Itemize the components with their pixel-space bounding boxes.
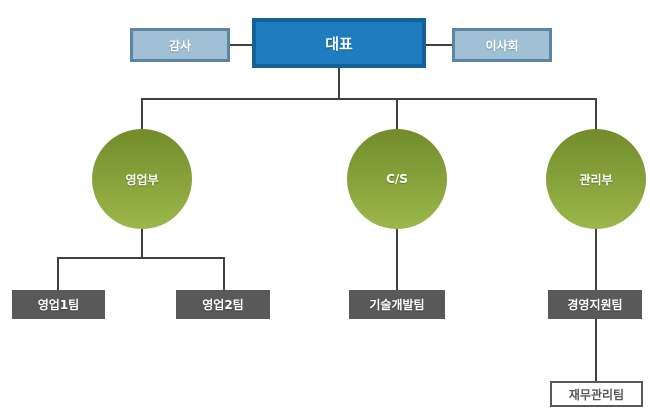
connector-support-finance: [595, 319, 597, 381]
connector-ceo-board: [426, 44, 452, 46]
node-tech-dev-team: 기술개발팀: [349, 290, 445, 319]
connector-admin-support: [595, 228, 597, 290]
node-auditor: 감사: [130, 28, 230, 62]
node-admin-dept-label: 관리부: [579, 172, 613, 187]
connector-sales-trunk: [141, 228, 143, 258]
node-admin-dept: 관리부: [546, 129, 646, 229]
node-sales-dept: 영업부: [92, 129, 192, 229]
node-cs-dept-label: C/S: [386, 172, 408, 186]
node-mgmt-support-team: 경영지원팀: [548, 290, 642, 319]
connector-drop-sales: [141, 98, 143, 130]
connector-auditor-ceo: [230, 44, 252, 46]
node-finance-team: 재무관리팀: [550, 381, 643, 407]
node-cs-dept: C/S: [347, 129, 447, 229]
node-board: 이사회: [452, 28, 552, 62]
node-auditor-label: 감사: [168, 38, 192, 53]
node-board-label: 이사회: [485, 38, 519, 53]
connector-drop-admin: [595, 98, 597, 130]
connector-ceo-trunk: [338, 68, 340, 99]
connector-cs-tech: [396, 228, 398, 290]
node-sales-dept-label: 영업부: [125, 172, 159, 187]
connector-drop-team1: [57, 257, 59, 290]
node-sales-team1-label: 영업1팀: [37, 298, 80, 312]
connector-drop-team2: [223, 257, 225, 290]
node-tech-dev-team-label: 기술개발팀: [369, 298, 425, 312]
node-sales-team1: 영업1팀: [12, 290, 105, 319]
connector-sales-rail: [57, 257, 225, 259]
connector-level1-rail: [141, 98, 597, 100]
node-mgmt-support-team-label: 경영지원팀: [567, 298, 623, 312]
node-ceo-label: 대표: [325, 34, 353, 53]
connector-drop-cs: [396, 98, 398, 130]
node-ceo: 대표: [252, 18, 426, 68]
node-finance-team-label: 재무관리팀: [568, 387, 625, 402]
node-sales-team2-label: 영업2팀: [202, 298, 244, 312]
node-sales-team2: 영업2팀: [176, 290, 270, 319]
